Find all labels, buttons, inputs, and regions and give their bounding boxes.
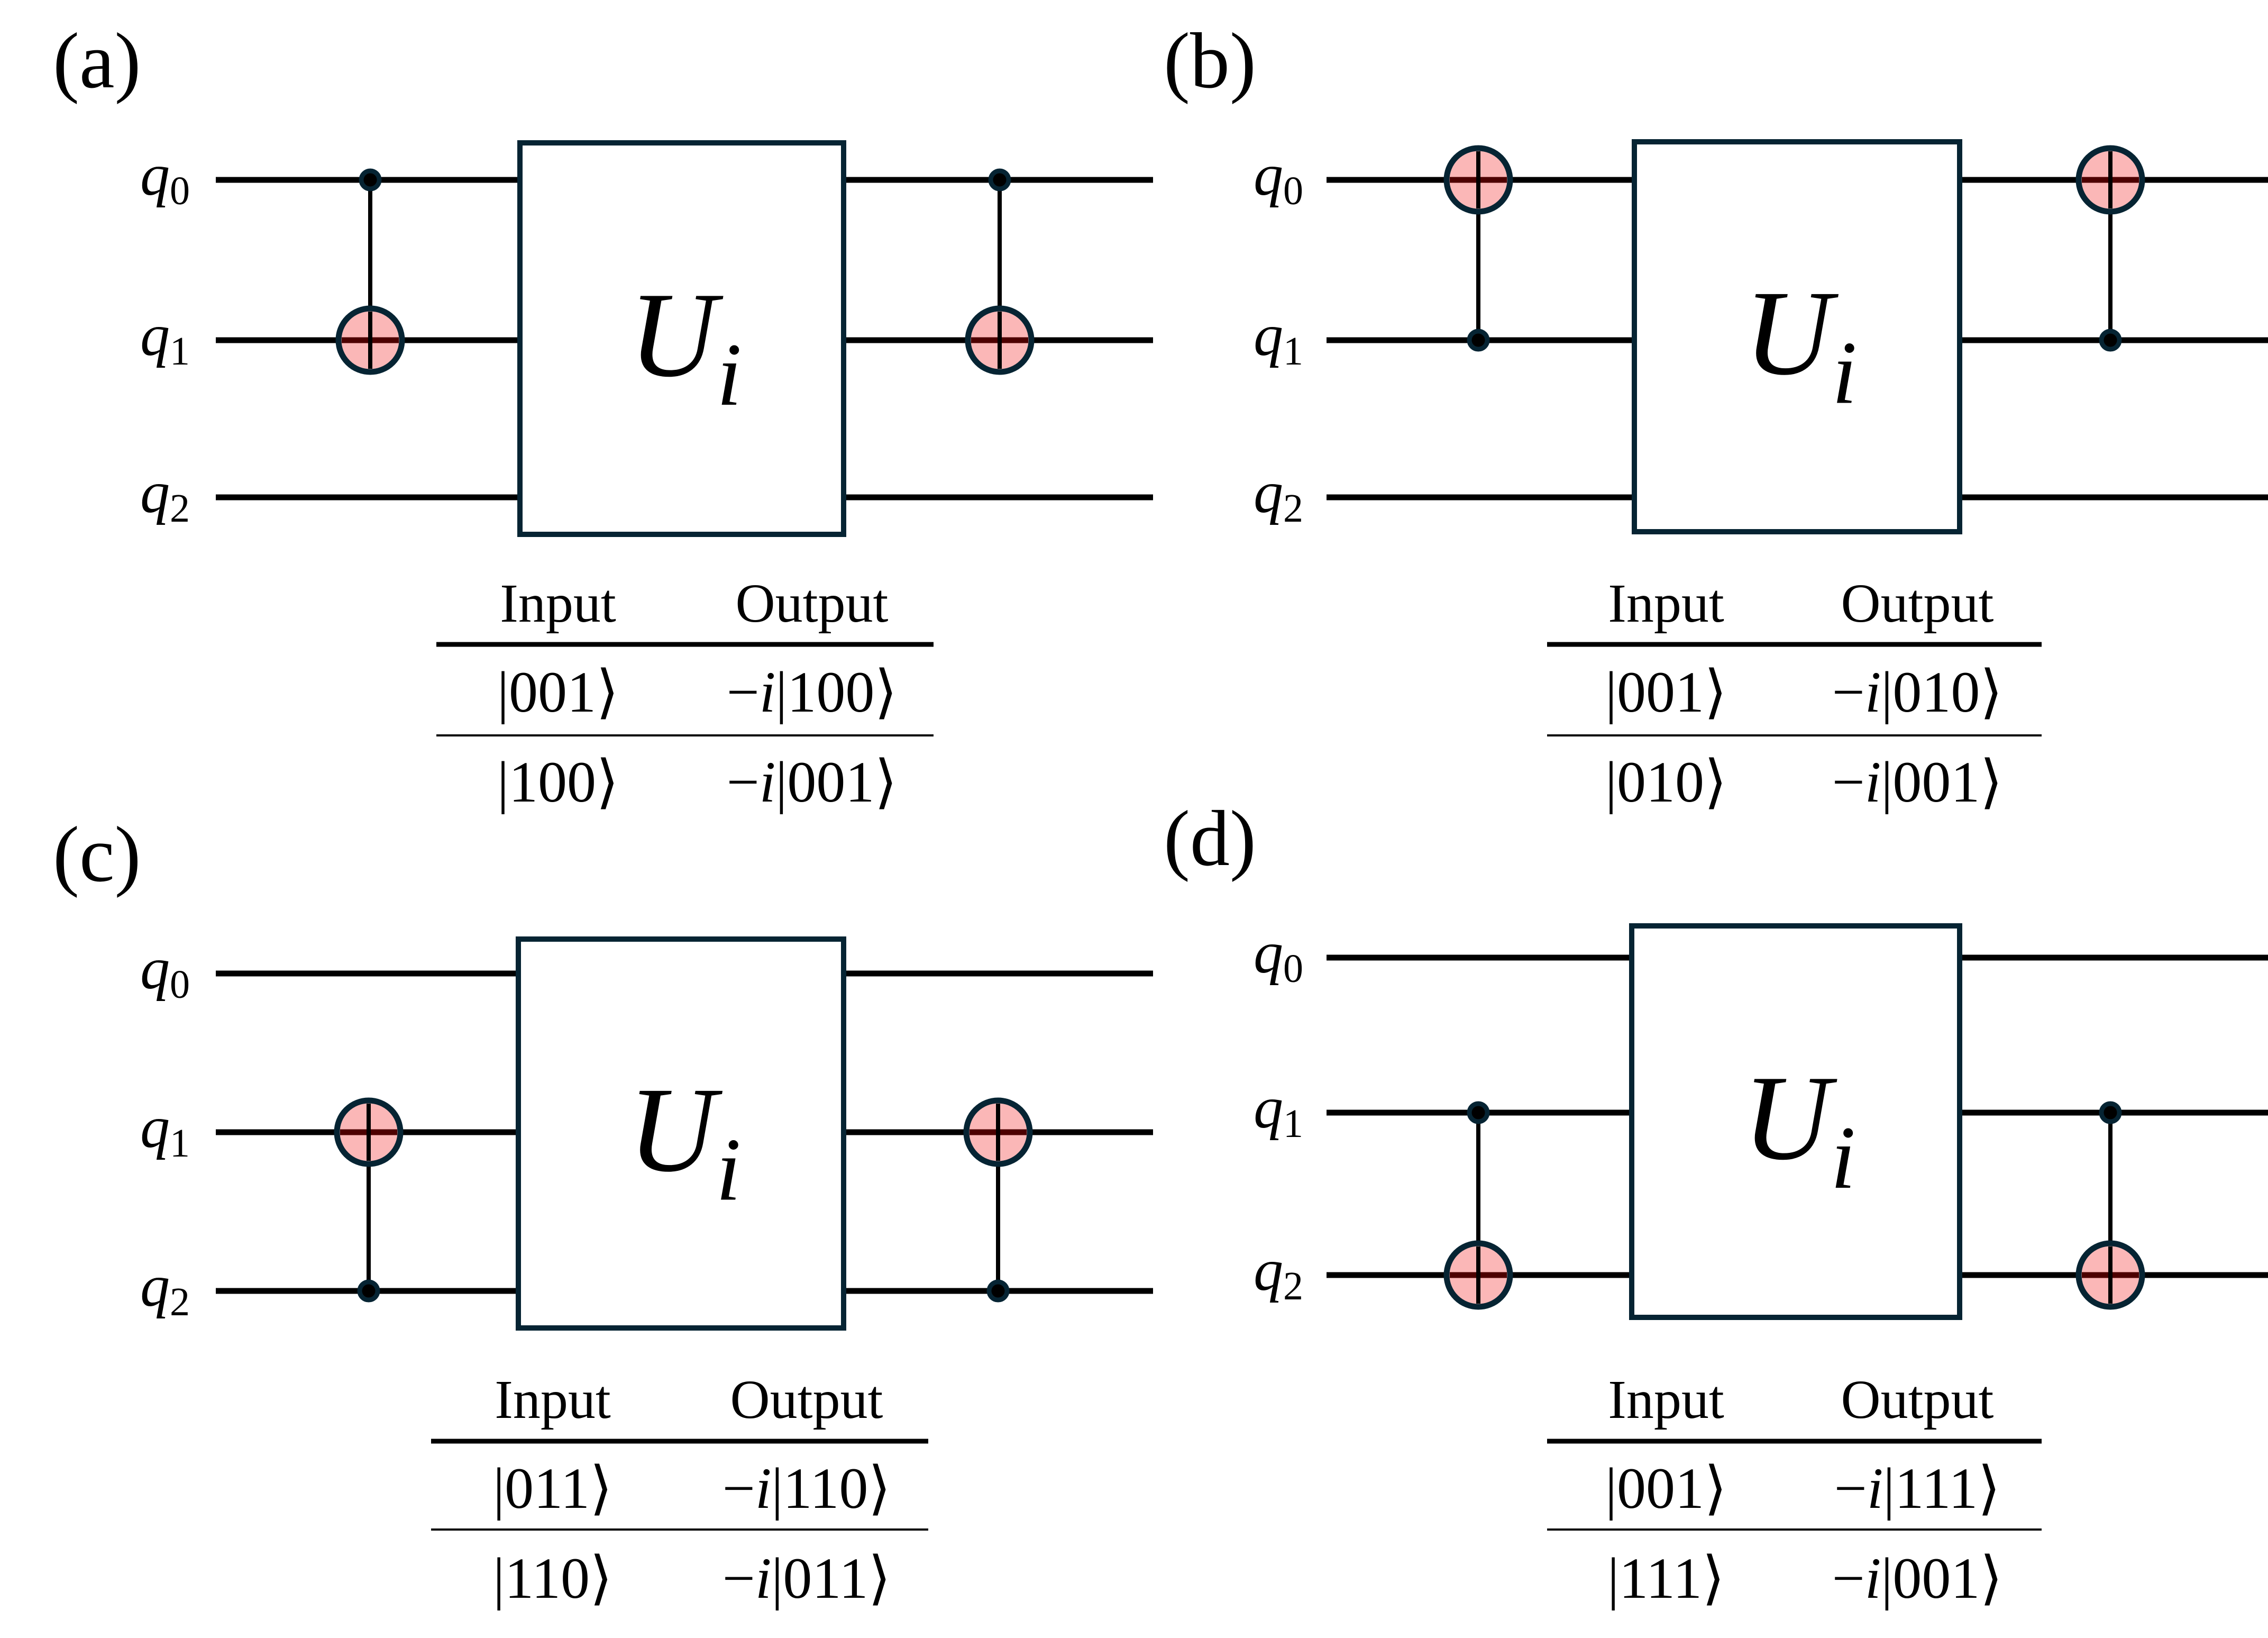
truth-table: Input Output |001⟩ −i|111⟩ |111⟩ −i|001⟩	[1547, 1369, 2042, 1610]
qubit-label-q1: q1	[1254, 303, 1303, 374]
table-cell-input: |100⟩	[497, 750, 619, 814]
table-header-input: Input	[1608, 573, 1724, 634]
cnot-gate-after	[963, 1097, 1033, 1303]
cnot-control-dot-icon	[2099, 1101, 2122, 1124]
table-header-output: Output	[736, 573, 889, 634]
unitary-gate-box	[1632, 139, 1962, 534]
truth-table: Input Output |001⟩ −i|010⟩ |010⟩ −i|001⟩	[1547, 573, 2042, 814]
truth-table: Input Output |001⟩ −i|100⟩ |100⟩ −i|001⟩	[436, 573, 934, 814]
table-row: |001⟩ −i|100⟩	[497, 660, 897, 724]
unitary-gate-label: Ui	[629, 267, 742, 424]
qubit-label-q2: q2	[1254, 1237, 1303, 1308]
qubit-label-q2: q2	[1254, 460, 1303, 531]
cnot-control-dot-icon	[357, 1279, 380, 1303]
panel-label: (a)	[53, 17, 141, 105]
qubit-label-q1: q1	[140, 1095, 190, 1166]
unitary-gate-label: Ui	[1743, 1050, 1855, 1207]
unitary-gate-label: Ui	[1744, 266, 1857, 423]
unitary-gate-label: Ui	[628, 1062, 741, 1220]
unitary-gate-box	[516, 936, 846, 1331]
table-cell-output: −i|001⟩	[1832, 1546, 2003, 1610]
table-cell-output: −i|001⟩	[1832, 750, 2003, 814]
table-header-output: Output	[1841, 573, 1994, 634]
table-header-output: Output	[1841, 1369, 1994, 1430]
cnot-gate-after	[965, 168, 1035, 375]
table-cell-input: |111⟩	[1607, 1546, 1725, 1610]
cnot-control-dot-icon	[986, 1279, 1010, 1303]
table-row: |001⟩ −i|111⟩	[1605, 1456, 2000, 1521]
table-cell-input: |011⟩	[493, 1456, 612, 1521]
table-cell-output: −i|100⟩	[727, 660, 898, 724]
qubit-label-q0: q0	[1254, 920, 1303, 991]
table-cell-output: −i|010⟩	[1832, 660, 2003, 724]
table-row: |110⟩ −i|011⟩	[493, 1546, 891, 1610]
table-cell-input: |001⟩	[497, 660, 619, 724]
table-cell-output: −i|001⟩	[727, 750, 898, 814]
table-row: |001⟩ −i|010⟩	[1605, 660, 2002, 724]
table-row: |011⟩ −i|110⟩	[493, 1456, 891, 1521]
table-cell-input: |001⟩	[1605, 1456, 1727, 1521]
table-header-input: Input	[500, 573, 616, 634]
qubit-label-q1: q1	[1254, 1075, 1303, 1146]
qubit-label-q0: q0	[140, 936, 190, 1007]
table-row: |100⟩ −i|001⟩	[497, 750, 897, 814]
table-cell-output: −i|111⟩	[1834, 1456, 2000, 1521]
table-header-input: Input	[495, 1369, 611, 1430]
cnot-gate-after	[2075, 1101, 2145, 1310]
cnot-gate-after	[2075, 145, 2145, 352]
cnot-gate-before	[1443, 1101, 1513, 1310]
table-cell-input: |010⟩	[1605, 750, 1727, 814]
cnot-control-dot-icon	[2099, 329, 2122, 352]
cnot-control-dot-icon	[1467, 329, 1490, 352]
truth-table: Input Output |011⟩ −i|110⟩ |110⟩ −i|011⟩	[431, 1369, 928, 1610]
cnot-gate-before	[335, 168, 405, 375]
qubit-label-q2: q2	[140, 1253, 190, 1324]
table-cell-output: −i|011⟩	[723, 1546, 891, 1610]
table-cell-input: |110⟩	[493, 1546, 612, 1610]
table-row: |010⟩ −i|001⟩	[1605, 750, 2002, 814]
panel-label: (b)	[1164, 17, 1256, 105]
cnot-control-dot-icon	[359, 168, 382, 192]
panel-label: (d)	[1164, 795, 1256, 882]
panel-label: (c)	[53, 811, 141, 898]
cnot-gate-before	[334, 1097, 404, 1303]
cnot-control-dot-icon	[988, 168, 1011, 192]
qubit-label-q0: q0	[140, 142, 190, 213]
qubit-label-q0: q0	[1254, 142, 1303, 213]
unitary-gate-box	[1629, 923, 1962, 1320]
table-cell-input: |001⟩	[1605, 660, 1727, 724]
table-row: |111⟩ −i|001⟩	[1607, 1546, 2002, 1610]
qubit-label-q2: q2	[140, 460, 190, 531]
table-header-input: Input	[1608, 1369, 1724, 1430]
table-cell-output: −i|110⟩	[723, 1456, 891, 1521]
unitary-gate-box	[517, 140, 846, 537]
qubit-label-q1: q1	[140, 303, 190, 374]
table-header-output: Output	[730, 1369, 883, 1430]
cnot-control-dot-icon	[1467, 1101, 1490, 1124]
cnot-gate-before	[1443, 145, 1513, 352]
